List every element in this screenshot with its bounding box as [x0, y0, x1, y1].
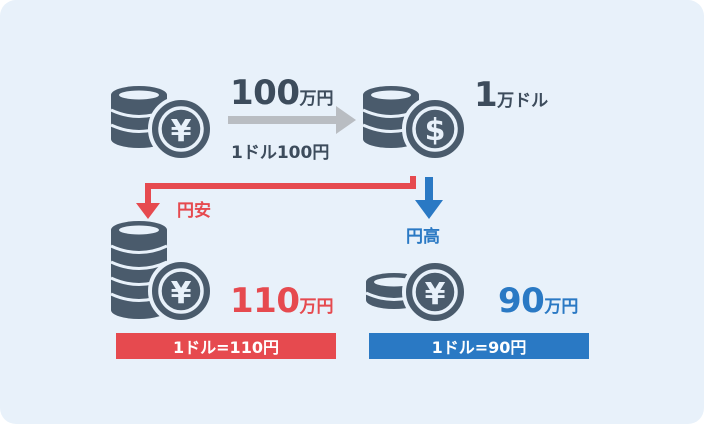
- yen-coins-short-icon: [364, 259, 468, 325]
- dollar-coins-icon: [361, 84, 468, 162]
- yen-symbol: ¥: [171, 276, 192, 311]
- weak-yen-amount-label: 110万円: [230, 284, 333, 318]
- initial-amount-label: 100万円: [230, 76, 333, 110]
- yen-symbol: ¥: [425, 277, 446, 312]
- strong-yen-rate-bar: 1ドル=90円: [369, 333, 589, 359]
- dollar-unit: 万ドル: [497, 91, 549, 111]
- weak-yen-label: 円安: [177, 201, 211, 221]
- strong-yen-unit: 万円: [544, 297, 579, 317]
- yen-coins-tall-icon: [109, 219, 214, 324]
- weak-yen-amount: 110: [230, 281, 300, 321]
- dollar-amount: 1: [474, 75, 498, 115]
- strong-yen-amount-label: 90万円: [498, 284, 578, 318]
- initial-rate: 1ドル100円: [231, 143, 330, 163]
- yen-symbol: ¥: [171, 114, 192, 149]
- strong-yen-label: 円高: [406, 227, 440, 247]
- dollar-symbol: $: [425, 113, 446, 148]
- dollar-amount-label: 1万ドル: [474, 78, 548, 112]
- initial-unit: 万円: [299, 89, 334, 109]
- yen-coins-icon: [109, 84, 214, 162]
- initial-amount: 100: [230, 73, 300, 113]
- weak-yen-rate-bar: 1ドル=110円: [116, 333, 336, 359]
- strong-yen-arrow-icon: [415, 177, 443, 219]
- strong-yen-amount: 90: [498, 281, 545, 321]
- conversion-arrow-icon: [228, 106, 356, 134]
- weak-yen-arrow-icon: [136, 176, 416, 219]
- weak-yen-unit: 万円: [299, 297, 334, 317]
